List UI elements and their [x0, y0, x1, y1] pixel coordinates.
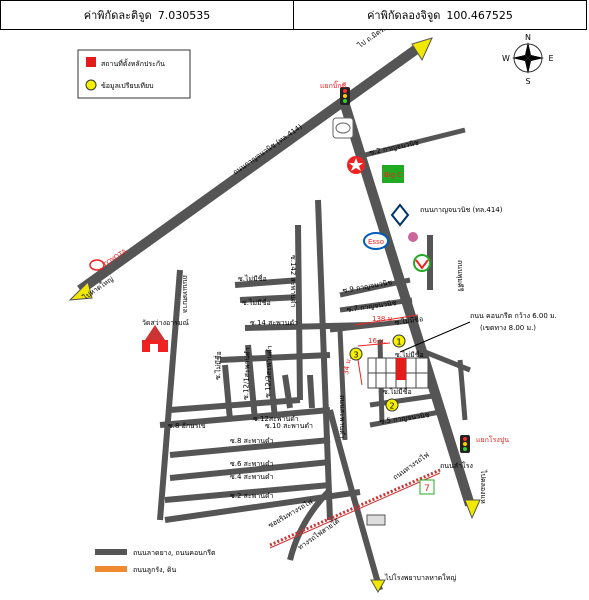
label-dist-16: 16 ม.	[368, 337, 386, 345]
big-c-icon	[382, 165, 404, 183]
legend-paved-swatch	[95, 549, 127, 555]
label-intersection-top: แยกบิ๊กซี	[320, 80, 347, 90]
label-road-right-vertical: ถนนพุมคีรี	[456, 260, 464, 292]
label-soi-no-name-2: ซ.ไม่มีชื่อ	[242, 298, 271, 307]
site-marker	[396, 358, 406, 380]
road-legend: ถนนลาดยาง, ถนนคอนกรีต ถนนลูกรัง, ดิน	[95, 549, 216, 574]
legend-dirt-label: ถนนลูกรัง, ดิน	[133, 566, 177, 574]
comparison-marker-2	[385, 398, 399, 412]
main-road	[340, 103, 481, 520]
legend-comparison-label: ข้อมูลเปรียบเทียบ	[101, 82, 154, 90]
label-dist-138: 138 ม.	[372, 315, 394, 323]
label-dist-34: 34 ม.	[342, 356, 353, 375]
seven-eleven-icon	[419, 479, 435, 495]
longitude-cell: ค่าพิกัดลองจิจูด 100.467525	[293, 1, 586, 29]
legend-site-swatch	[86, 57, 96, 67]
coordinate-header: ค่าพิกัดละติจูด 7.030535 ค่าพิกัดลองจิจู…	[0, 0, 587, 30]
legend-comparison-swatch	[85, 79, 97, 91]
label-soi-9: ซ.9 กาญจนวนิช	[342, 278, 393, 295]
big-c-label: Big C	[384, 171, 402, 179]
comparison-marker-3	[349, 347, 363, 361]
label-intersection-bottom: แยกโรงปูน	[476, 435, 509, 444]
location-map: 1 2 3 Big C Esso 7	[68, 30, 557, 593]
label-soi-2: ซ.2 กาญจนวนิช	[369, 139, 420, 157]
compass: N S W E	[502, 33, 553, 86]
label-to-khlongrean: ไปคลองแห	[479, 469, 488, 504]
label-soi-5: ซ.5 กาญจนวนิช	[379, 411, 430, 426]
label-soi-12: ซ.12สะพานดำ	[253, 415, 299, 423]
label-concrete-note-1: ถนน คอนกรีต กว้าง 6.00 ม.	[470, 312, 557, 320]
highway-diagonal	[68, 37, 433, 301]
soi-roads-right	[329, 127, 471, 441]
label-soi-no-name-3: ซ.ไม่มีชื่อ	[394, 314, 424, 327]
label-soi-142: ซ.142 สะพานดำ	[289, 255, 297, 307]
label-concrete-note-2: (เขตทาง 8.00 ม.)	[480, 324, 536, 332]
comparison-marker-1	[392, 334, 406, 348]
traffic-light-top	[340, 87, 350, 105]
toyota-icon	[89, 259, 105, 271]
shop-icon	[366, 514, 386, 526]
mazda-icon	[332, 117, 354, 139]
label-soi-12a: ซ.12/1สะพานดำ	[242, 347, 252, 400]
label-soi-4: ซ.4 สะพานดำ	[230, 473, 274, 481]
label-stop-1: ถนนลำโรง	[440, 461, 473, 470]
road-end-arrows	[370, 579, 386, 593]
label-soi-2-spd: ซ.2 สะพานดำ	[230, 492, 274, 500]
label-soi-8-kk: ซ.8 อักษรเข	[168, 422, 206, 430]
landmarks: Big C Esso 7	[89, 117, 435, 526]
compass-east: E	[548, 54, 553, 63]
legend-dirt-swatch	[95, 566, 127, 572]
legend-paved-label: ถนนลาดยาง, ถนนคอนกรีต	[133, 549, 216, 557]
latitude-value: 7.030535	[157, 8, 211, 22]
marker-3-label: 3	[353, 351, 358, 360]
label-soi-6: ซ.6 สะพานดำ	[230, 460, 274, 468]
latitude-cell: ค่าพิกัดละติจูด 7.030535	[1, 1, 293, 29]
label-soi-10: ซ.10 สะพานดำ	[265, 422, 313, 430]
pink-shop-icon	[408, 232, 418, 242]
railway	[269, 468, 441, 549]
label-soi-no-name-4: ซ.ไม่มีชื่อ	[395, 350, 424, 359]
label-to-ocean: ไป ถ.มิตรภาพ	[355, 30, 396, 50]
traffic-light-bottom	[460, 435, 470, 453]
label-temple: วัดสว่างอารมณ์	[142, 319, 190, 327]
shell-icon	[413, 254, 431, 272]
comparison-markers: 1 2 3	[349, 334, 406, 412]
temple-icon	[142, 325, 168, 352]
svg-text:7: 7	[424, 484, 430, 494]
marker-2-label: 2	[389, 402, 394, 411]
longitude-value: 100.467525	[446, 8, 513, 22]
longitude-label: ค่าพิกัดลองจิจูด	[367, 9, 441, 22]
side-roads	[157, 199, 433, 591]
label-soi-12b: ซ.12/3สะพานดำ	[264, 345, 274, 398]
marker-1-label: 1	[396, 338, 401, 347]
compass-south: S	[525, 77, 530, 86]
label-temple-road: ถนนเทศบาล	[181, 275, 189, 313]
label-soi-7: ซ.7 กาญจนวนิช	[346, 299, 397, 314]
label-soi-no-name-1: ซ.ไม่มีชื่อ	[238, 274, 267, 283]
label-soi-no-name-5: ซ.ไม่มีชื่อ	[383, 387, 412, 396]
map-legend: สถานที่ตั้งหลักประกัน ข้อมูลเปรียบเทียบ	[77, 49, 191, 99]
label-soi-8: ซ.8 สะพานดำ	[230, 437, 274, 445]
pttp-icon	[390, 203, 410, 227]
latitude-label: ค่าพิกัดละติจูด	[83, 9, 152, 22]
label-soi-14: ซ.14 สะพานดำ	[250, 319, 298, 327]
property-cluster	[367, 357, 429, 389]
label-main-road-right: ถนนกาญจนวนิช (ทล.414)	[420, 206, 503, 214]
legend-site-label: สถานที่ตั้งหลักประกัน	[101, 57, 165, 68]
label-soi-no-name-6: ซ.ไม่มีชื่อ	[213, 351, 223, 380]
esso-label: Esso	[368, 238, 384, 246]
compass-west: W	[502, 54, 510, 63]
esso-icon	[363, 232, 389, 250]
distance-lines	[354, 314, 471, 386]
label-spd-road: ถนนสะพานดำ	[338, 395, 346, 439]
label-kanchanawanit: ถนนกาญจนวนิช (ทล.414)	[232, 123, 304, 177]
compass-north: N	[525, 33, 531, 42]
label-to-school: ไปโรงพยาบาลหาดใหญ่	[384, 573, 456, 582]
